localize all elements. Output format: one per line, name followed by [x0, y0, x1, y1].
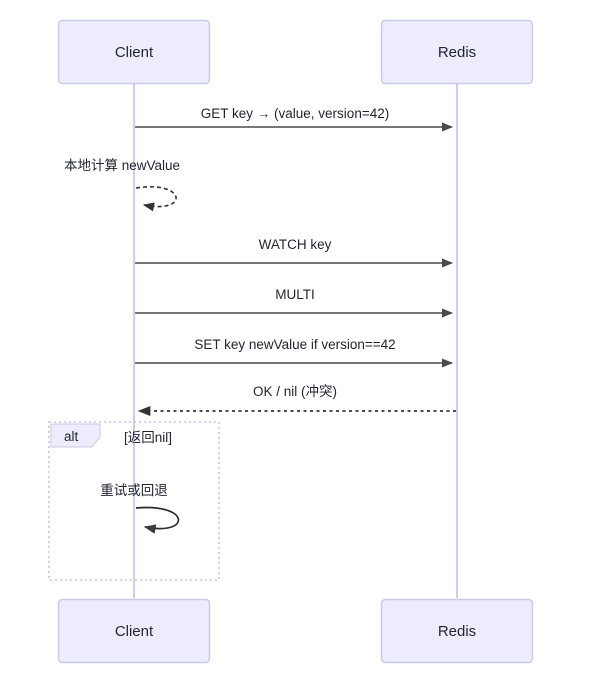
- participant-client-bottom-label: Client: [115, 623, 154, 640]
- alt-keyword-label: alt: [64, 429, 79, 444]
- alt-fragment-box: [48, 421, 220, 581]
- message-label: WATCH key: [259, 237, 332, 252]
- message-label: 本地计算 newValue: [64, 158, 180, 173]
- message-label: 重试或回退: [100, 483, 168, 498]
- alt-condition-label: [返回nil]: [124, 430, 172, 445]
- message-label: MULTI: [275, 287, 315, 302]
- participant-client-bottom[interactable]: Client: [57, 598, 211, 664]
- participant-box[interactable]: [57, 19, 211, 85]
- message-label: SET key newValue if version==42: [194, 337, 395, 352]
- participant-client-top[interactable]: Client: [57, 19, 211, 85]
- participant-redis-top-label: Redis: [438, 44, 476, 61]
- self-loop-path: [135, 506, 180, 534]
- message-watch-key: WATCH key: [135, 237, 454, 268]
- participant-redis-bottom[interactable]: Redis: [380, 598, 534, 664]
- self-loop-path: [135, 186, 177, 212]
- message-get-key: GET key → (value, version=42): [135, 106, 454, 132]
- message-ok-or-nil: OK / nil (冲突): [137, 384, 456, 417]
- participant-box[interactable]: [380, 19, 534, 85]
- participant-redis-top[interactable]: Redis: [380, 19, 534, 85]
- alt-keyword-tab: [50, 423, 101, 448]
- participant-box[interactable]: [380, 598, 534, 664]
- message-set-key: SET key newValue if version==42: [135, 337, 454, 368]
- participant-redis-bottom-label: Redis: [438, 623, 476, 640]
- message-label: GET key → (value, version=42): [201, 106, 389, 121]
- alt-fragment: alt [返回nil]: [48, 421, 220, 581]
- message-local-compute: 本地计算 newValue: [64, 158, 180, 212]
- participant-box[interactable]: [57, 598, 211, 664]
- message-label: OK / nil (冲突): [253, 384, 337, 399]
- message-multi: MULTI: [135, 287, 454, 318]
- message-retry-or-rollback: 重试或回退: [100, 483, 180, 534]
- participant-client-top-label: Client: [115, 44, 154, 61]
- lifelines: [133, 84, 458, 598]
